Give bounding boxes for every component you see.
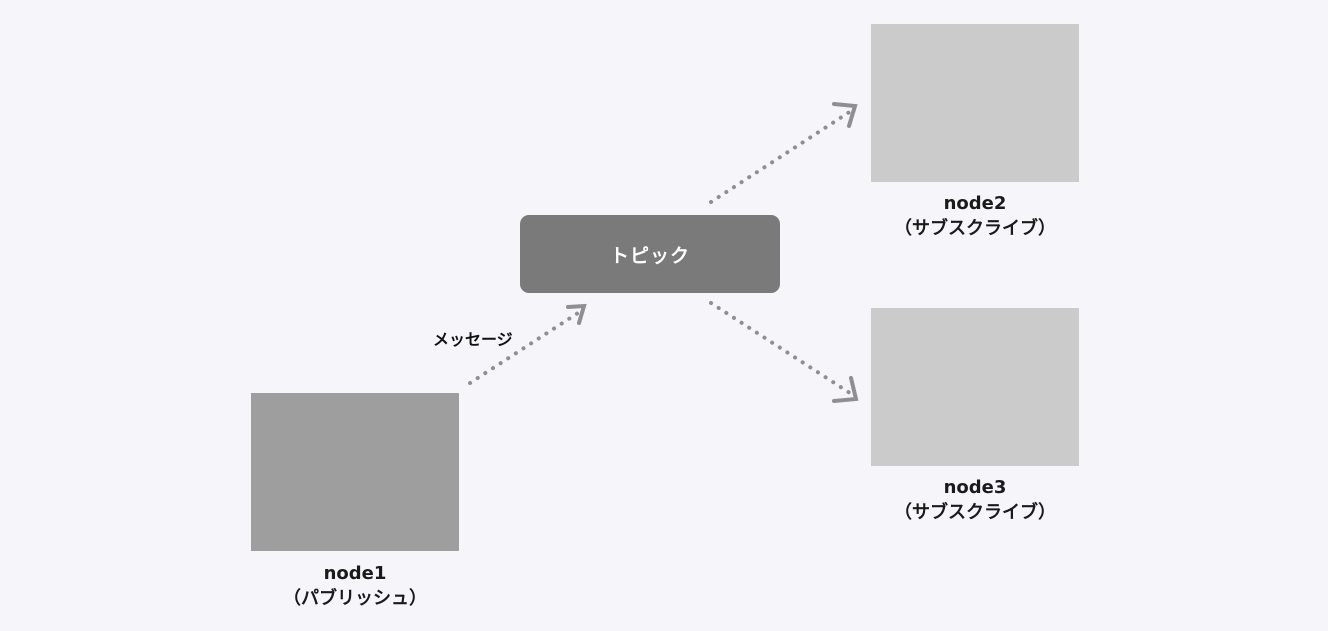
arrowhead-icon [566, 303, 587, 325]
arrowhead-icon [832, 102, 858, 128]
arrowhead-icon [832, 376, 859, 403]
arrow-topic-to-node2 [709, 109, 853, 204]
node2-label: node2 （サブスクライブ） [871, 191, 1079, 241]
node1-box [251, 393, 459, 551]
arrow-node1-to-topic [468, 309, 583, 385]
node-role: （サブスクライブ） [894, 502, 1056, 523]
node-role: （サブスクライブ） [894, 218, 1056, 239]
node1-label: node1 （パブリッシュ） [251, 561, 459, 611]
message-label: メッセージ [433, 330, 513, 349]
topic-label: トピック [609, 244, 690, 267]
node-name: node3 [943, 477, 1007, 498]
node3-label: node3 （サブスクライブ） [871, 475, 1079, 525]
node-name: node1 [323, 563, 387, 584]
node2-box [871, 24, 1079, 182]
node3-box [871, 308, 1079, 466]
node-name: node2 [943, 193, 1007, 214]
node-role: （パブリッシュ） [283, 588, 427, 609]
topic-box: トピック [520, 215, 780, 293]
arrow-topic-to-node3 [709, 301, 855, 397]
